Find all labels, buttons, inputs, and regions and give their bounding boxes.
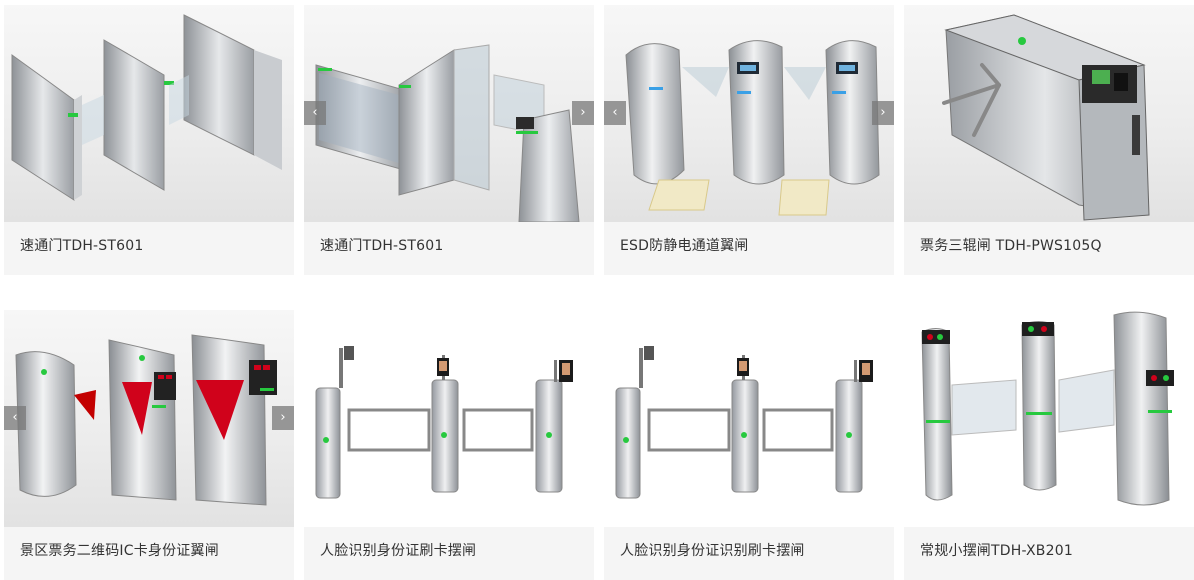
small-swing-gate-illustration	[921, 311, 1174, 506]
product-image[interactable]: ‹ ›	[304, 5, 594, 222]
product-title[interactable]: ESD防静电通道翼闸	[620, 238, 749, 254]
product-card[interactable]: 人脸识别身份证刷卡摆闸	[304, 310, 594, 580]
carousel-prev-arrow[interactable]: ‹	[4, 406, 26, 430]
product-image[interactable]	[604, 310, 894, 527]
carousel-prev-arrow[interactable]: ‹	[604, 101, 626, 125]
chevron-right-icon: ›	[280, 410, 286, 425]
product-title[interactable]: 人脸识别身份证识别刷卡摆闸	[620, 543, 805, 559]
product-image[interactable]: ‹ ›	[604, 5, 894, 222]
carousel-next-arrow[interactable]: ›	[872, 101, 894, 125]
face-id-swing-gate-illustration	[615, 346, 873, 499]
product-grid: 速通门TDH-ST601	[4, 5, 1194, 580]
product-card[interactable]: 票务三辊闸 TDH-PWS105Q	[904, 5, 1194, 275]
product-image[interactable]	[904, 310, 1194, 527]
chevron-left-icon: ‹	[312, 105, 318, 120]
esd-wing-gate-illustration	[625, 40, 880, 216]
product-title[interactable]: 常规小摆闸TDH-XB201	[920, 543, 1073, 559]
chevron-right-icon: ›	[580, 105, 586, 120]
speed-gate-illustration	[11, 14, 282, 201]
chevron-left-icon: ‹	[612, 105, 618, 120]
product-image[interactable]	[904, 5, 1194, 222]
chevron-left-icon: ‹	[12, 410, 18, 425]
product-title[interactable]: 速通门TDH-ST601	[320, 238, 444, 254]
product-title[interactable]: 票务三辊闸 TDH-PWS105Q	[920, 238, 1102, 254]
product-card[interactable]: 速通门TDH-ST601	[4, 5, 294, 275]
product-card[interactable]: 人脸识别身份证识别刷卡摆闸	[604, 310, 894, 580]
carousel-prev-arrow[interactable]: ‹	[304, 101, 326, 125]
product-title[interactable]: 人脸识别身份证刷卡摆闸	[320, 543, 477, 559]
product-image[interactable]	[4, 5, 294, 222]
speed-gate-illustration	[315, 44, 580, 222]
product-card[interactable]: ‹ › 速通门TDH-ST601	[304, 5, 594, 275]
product-title[interactable]: 速通门TDH-ST601	[20, 238, 144, 254]
product-card[interactable]: ‹ › ESD防静电通道翼闸	[604, 5, 894, 275]
carousel-next-arrow[interactable]: ›	[572, 101, 594, 125]
product-card[interactable]: 常规小摆闸TDH-XB201	[904, 310, 1194, 580]
carousel-next-arrow[interactable]: ›	[272, 406, 294, 430]
product-title[interactable]: 景区票务二维码IC卡身份证翼闸	[20, 543, 219, 559]
ticket-wing-gate-illustration	[15, 334, 277, 506]
product-image[interactable]: ‹ ›	[4, 310, 294, 527]
face-swing-gate-illustration	[315, 346, 573, 499]
chevron-right-icon: ›	[880, 105, 886, 120]
product-card[interactable]: ‹ › 景区票务二维码IC卡身份证翼闸	[4, 310, 294, 580]
tripod-turnstile-illustration	[942, 14, 1150, 221]
product-image[interactable]	[304, 310, 594, 527]
